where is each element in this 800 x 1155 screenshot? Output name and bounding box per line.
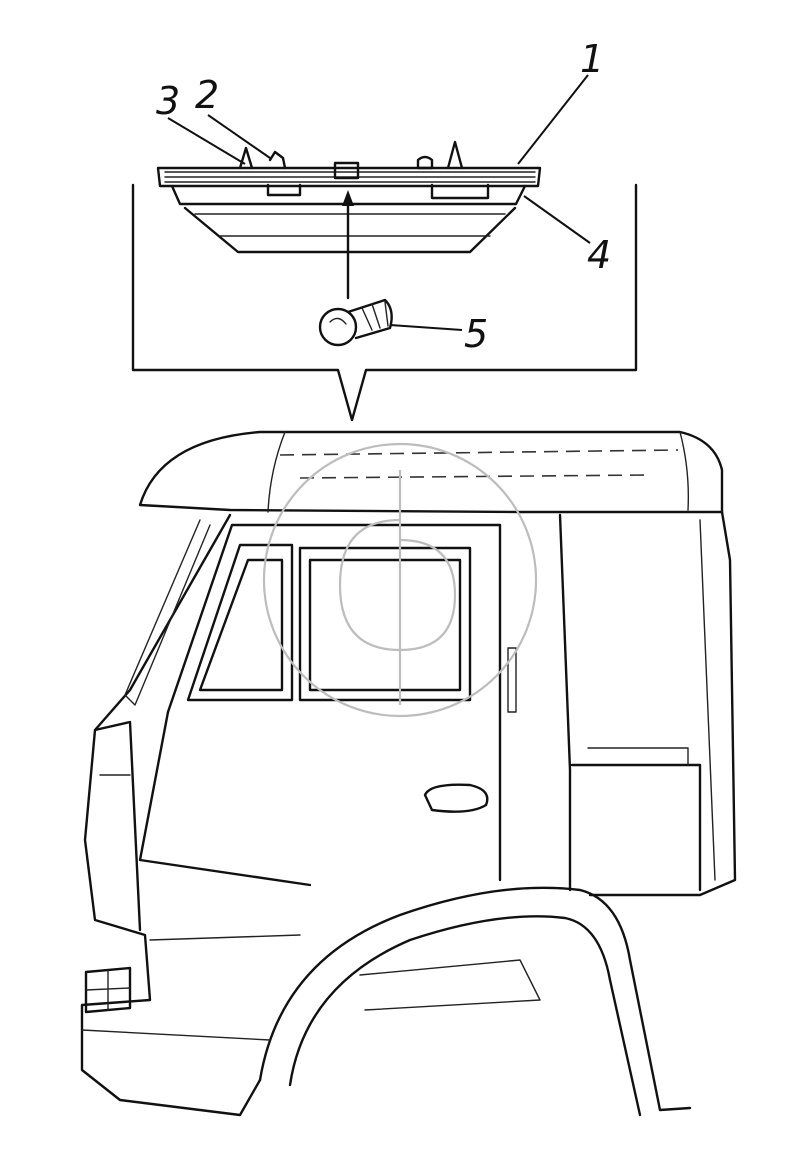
detail-inset [131, 183, 638, 422]
bulb [318, 298, 393, 347]
callout-4: 4 [587, 233, 611, 277]
leader-lines [167, 74, 591, 331]
callout-5: 5 [464, 312, 488, 356]
truck-cab [80, 430, 737, 1117]
callout-3: 3 [156, 79, 180, 123]
callout-numbers: 1 2 3 4 5 [156, 37, 611, 356]
insertion-arrow [342, 190, 354, 300]
watermark-logo [262, 442, 538, 718]
callout-2: 2 [195, 73, 219, 117]
callout-1: 1 [580, 37, 604, 81]
